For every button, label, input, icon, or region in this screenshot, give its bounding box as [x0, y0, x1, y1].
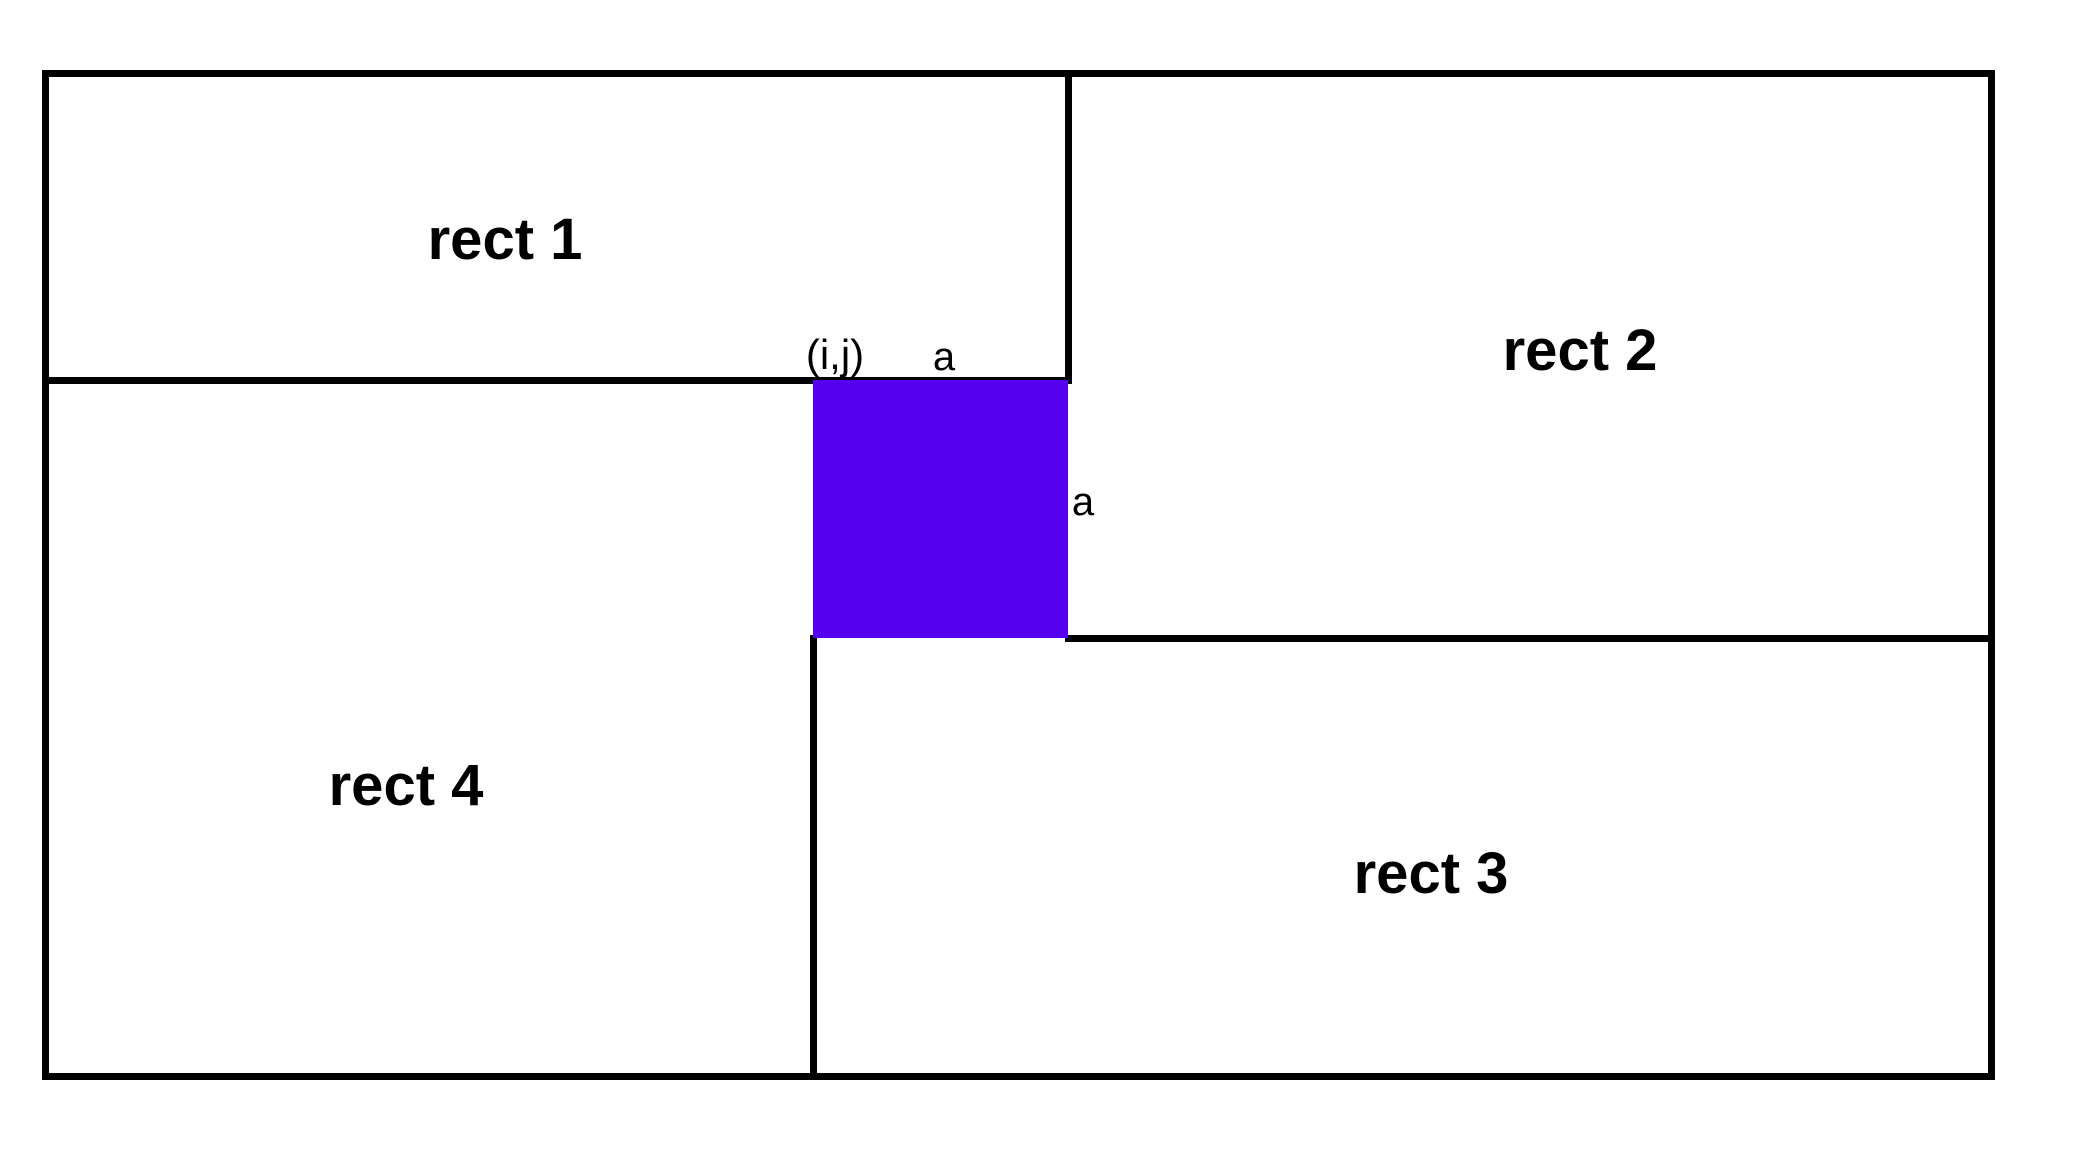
side-length-label-top: a [932, 335, 956, 379]
divider-rect1-rect2 [1065, 70, 1072, 381]
outer-rectangle-boundary [42, 70, 1995, 1080]
highlighted-square-region [813, 380, 1068, 638]
corner-coordinate-label: (i,j) [805, 331, 865, 378]
side-length-label-right: a [1071, 480, 1095, 524]
region-label-rect1: rect 1 [427, 207, 583, 272]
divider-rect1-rect4 [42, 377, 1072, 384]
divider-rect2-rect3 [1065, 635, 1995, 642]
region-label-rect3: rect 3 [1353, 841, 1509, 906]
region-label-rect2: rect 2 [1502, 318, 1658, 383]
divider-rect4-rect3 [810, 635, 817, 1080]
region-label-rect4: rect 4 [328, 753, 484, 818]
